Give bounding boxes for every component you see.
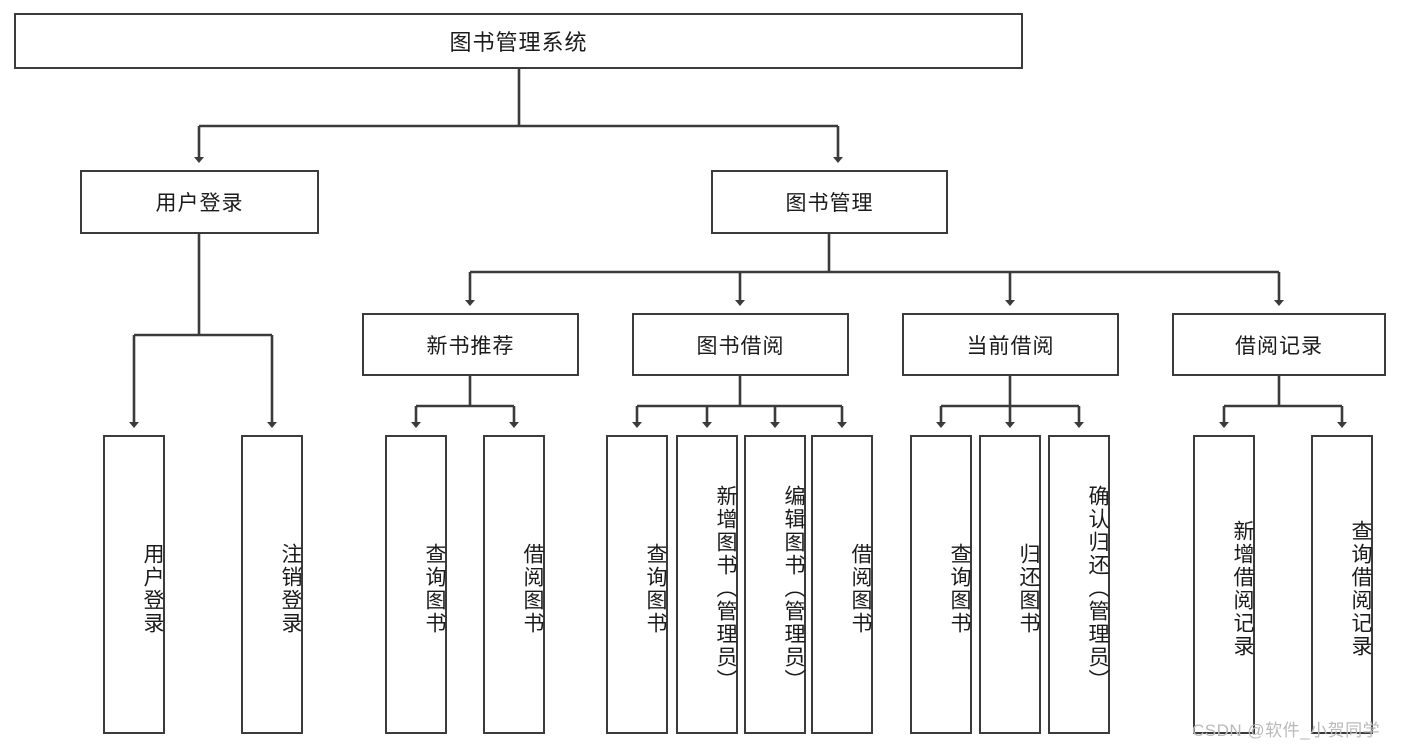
leaf-user-login-logout[interactable]: 注销登录 xyxy=(241,435,303,734)
leaf-user-login-login[interactable]: 用户登录 xyxy=(103,435,165,734)
leaf-borrow-borrow-book[interactable]: 借阅图书 xyxy=(811,435,873,734)
node-label: 用户登录 xyxy=(155,192,244,215)
node-root-system[interactable]: 图书管理系统 xyxy=(14,13,1023,69)
node-label: 用户登录 xyxy=(141,542,164,635)
node-label: 新增借阅记录 xyxy=(1231,519,1254,658)
leaf-recommend-borrow-book[interactable]: 借阅图书 xyxy=(483,435,545,734)
leaf-borrow-edit-book-admin[interactable]: 编辑图书（管理员） xyxy=(744,435,806,734)
leaf-record-query-record[interactable]: 查询借阅记录 xyxy=(1311,435,1373,734)
node-label: 归还图书 xyxy=(1017,542,1040,635)
leaf-record-add-record[interactable]: 新增借阅记录 xyxy=(1193,435,1255,734)
leaf-current-query-book[interactable]: 查询图书 xyxy=(910,435,972,734)
leaf-borrow-add-book-admin[interactable]: 新增图书（管理员） xyxy=(676,435,738,734)
node-borrow-record[interactable]: 借阅记录 xyxy=(1172,313,1386,376)
node-label: 借阅图书 xyxy=(521,542,544,635)
node-user-login[interactable]: 用户登录 xyxy=(80,170,319,234)
node-book-borrow[interactable]: 图书借阅 xyxy=(632,313,849,376)
node-label: 查询图书 xyxy=(423,542,446,635)
node-book-management[interactable]: 图书管理 xyxy=(711,170,948,234)
leaf-current-confirm-return-admin[interactable]: 确认归还（管理员） xyxy=(1048,435,1110,734)
node-label: 借阅记录 xyxy=(1235,334,1323,358)
csdn-watermark: CSDN @软件_小贺同学 xyxy=(1192,721,1381,740)
node-label: 查询图书 xyxy=(644,542,667,635)
node-label: 图书管理系统 xyxy=(449,30,588,55)
node-label: 图书借阅 xyxy=(696,334,785,358)
node-label: 新书推荐 xyxy=(426,334,515,358)
node-label: 编辑图书（管理员） xyxy=(782,485,805,692)
node-label: 注销登录 xyxy=(279,542,302,635)
leaf-current-return-book[interactable]: 归还图书 xyxy=(979,435,1041,734)
node-label: 借阅图书 xyxy=(849,542,872,635)
node-current-borrow[interactable]: 当前借阅 xyxy=(902,313,1119,376)
node-label: 图书管理 xyxy=(785,192,874,215)
node-label: 确认归还（管理员） xyxy=(1086,485,1109,692)
node-label: 查询图书 xyxy=(948,542,971,635)
leaf-recommend-query-book[interactable]: 查询图书 xyxy=(385,435,447,734)
node-label: 查询借阅记录 xyxy=(1349,519,1372,658)
node-label: 当前借阅 xyxy=(966,334,1055,358)
node-new-book-recommend[interactable]: 新书推荐 xyxy=(362,313,579,376)
node-label: 新增图书（管理员） xyxy=(714,485,737,692)
leaf-borrow-query-book[interactable]: 查询图书 xyxy=(606,435,668,734)
